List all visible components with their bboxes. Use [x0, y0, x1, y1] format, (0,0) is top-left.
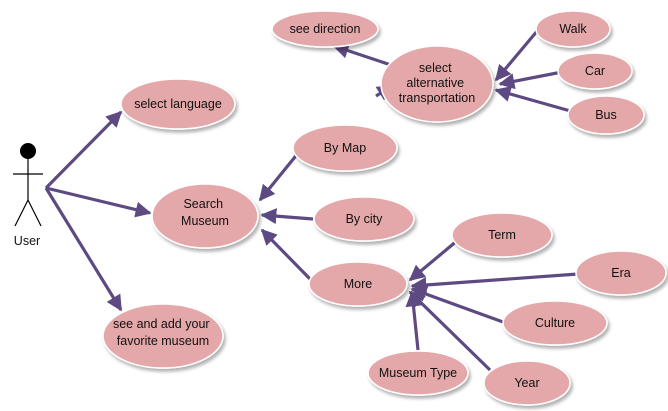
svg-text:Year: Year — [514, 376, 539, 390]
edge-year-more — [408, 290, 492, 372]
usecase-select-language[interactable]: select language — [120, 78, 236, 130]
term-label: Term — [488, 228, 516, 242]
favorite-museum-line2: favorite museum — [117, 334, 209, 348]
svg-text:Search Museum: Search Museum — [181, 197, 229, 228]
edge-user-select-language — [44, 110, 123, 190]
edge-bus-select-transport — [494, 86, 575, 114]
select-transport-line1: select — [419, 61, 452, 75]
search-museum-line2: Museum — [181, 214, 229, 228]
era-label: Era — [611, 266, 631, 280]
edge-by-city-search-museum — [260, 208, 314, 225]
svg-text:Bus: Bus — [595, 108, 617, 122]
by-city-label: By city — [346, 212, 384, 226]
edge-term-more — [408, 238, 460, 282]
usecase-era[interactable]: Era — [575, 250, 667, 296]
usecase-more[interactable]: More — [308, 261, 408, 307]
usecase-by-city[interactable]: By city — [313, 196, 415, 242]
usecase-bus[interactable]: Bus — [567, 95, 645, 135]
svg-text:By city: By city — [346, 212, 384, 226]
edge-more-search-museum — [260, 228, 315, 284]
edge-by-map-search-museum — [258, 150, 301, 202]
edge-user-favorite-museum — [44, 187, 123, 312]
culture-label: Culture — [535, 316, 575, 330]
usecase-favorite-museum[interactable]: see and add your favorite museum — [102, 303, 224, 369]
usecase-walk[interactable]: Walk — [535, 10, 611, 48]
bus-label: Bus — [595, 108, 617, 122]
svg-text:Culture: Culture — [535, 316, 575, 330]
edge-culture-more — [410, 286, 504, 324]
usecase-select-alternative-transportation[interactable]: select alternative transportation — [380, 45, 494, 123]
svg-text:Walk: Walk — [559, 22, 587, 36]
edge-select-transport-see-direction — [332, 42, 395, 68]
actor-head — [20, 143, 36, 159]
usecase-see-direction[interactable]: see direction — [271, 10, 379, 48]
edge-museum-type-more — [405, 290, 422, 351]
select-transport-line3: transportation — [399, 91, 475, 105]
actor-left-leg — [14, 199, 29, 227]
edges — [44, 28, 579, 372]
more-label: More — [344, 277, 373, 291]
museum-type-label: Museum Type — [379, 366, 457, 380]
select-language-label: select language — [134, 97, 222, 111]
svg-text:select alternative: select alternative transportation — [399, 61, 475, 105]
edge-era-more — [410, 272, 579, 293]
actor-user[interactable]: User — [13, 143, 43, 248]
svg-text:Car: Car — [585, 64, 605, 78]
usecase-search-museum[interactable]: Search Museum — [151, 183, 259, 249]
see-direction-label: see direction — [290, 22, 361, 36]
walk-label: Walk — [559, 22, 587, 36]
usecase-by-map[interactable]: By Map — [292, 124, 398, 172]
edge-user-search-museum — [45, 186, 152, 218]
svg-text:Museum Type: Museum Type — [379, 366, 457, 380]
svg-text:More: More — [344, 277, 373, 291]
car-label: Car — [585, 64, 605, 78]
edge-car-select-transport — [498, 70, 563, 90]
year-label: Year — [514, 376, 539, 390]
favorite-museum-line1: see and add your — [113, 317, 210, 331]
svg-text:see direction: see direction — [290, 22, 361, 36]
actor-right-leg — [27, 199, 42, 227]
usecase-culture[interactable]: Culture — [502, 300, 608, 346]
by-map-label: By Map — [324, 141, 366, 155]
actor-label: User — [14, 234, 40, 248]
svg-text:Era: Era — [611, 266, 631, 280]
search-museum-line1: Search — [183, 197, 223, 211]
svg-text:Term: Term — [488, 228, 516, 242]
usecase-year[interactable]: Year — [483, 360, 571, 406]
select-transport-line2: alternative — [406, 76, 464, 90]
svg-text:select language: select language — [134, 97, 222, 111]
svg-text:see and add your favorit: see and add your favorite museum — [113, 317, 213, 348]
svg-text:By Map: By Map — [324, 141, 366, 155]
usecase-term[interactable]: Term — [451, 212, 553, 258]
usecase-car[interactable]: Car — [557, 52, 633, 90]
edge-walk-select-transport — [494, 28, 540, 82]
usecase-museum-type[interactable]: Museum Type — [367, 350, 469, 396]
